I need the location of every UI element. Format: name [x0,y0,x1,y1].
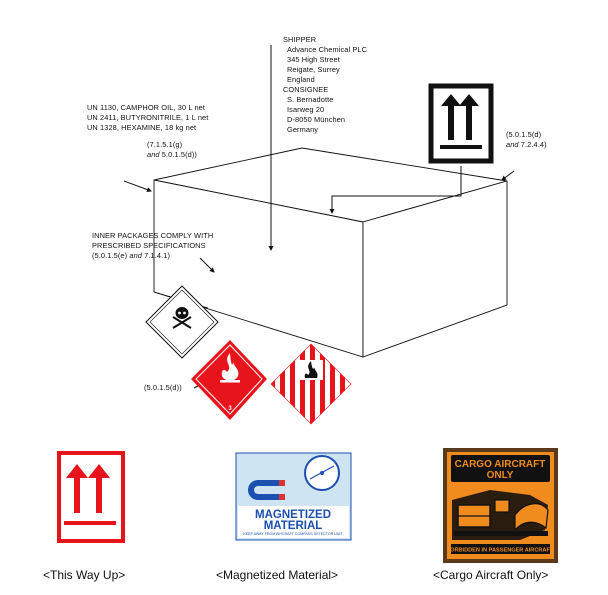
contents-ref-1: (7.1.5.1(g) [147,140,183,149]
caption-cargo-aircraft-only: <Cargo Aircraft Only> [433,568,549,582]
box-side-face [362,180,508,358]
contents-block: UN 1130, CAMPHOR OIL, 30 L net UN 2411, … [87,103,208,133]
aircraft-icon [452,490,549,540]
consignee-line: Germany [287,125,319,134]
inner-line: PRESCRIBED SPECIFICATIONS [92,241,206,250]
consignee-line: D-8050 München [287,115,346,124]
shipper-block: SHIPPER Advance Chemical PLC 345 High St… [283,35,367,85]
magnetized-word: MAGNETIZED [255,509,331,521]
contents-line: UN 1130, CAMPHOR OIL, 30 L net [87,103,206,112]
caption-this-way-up: <This Way Up> [43,568,126,582]
orientation-arrow [329,166,462,214]
hazard-label-reference: (5.0.1.5(d)) [144,383,182,392]
up-arrows-icon [64,464,116,525]
contents-arrow [123,180,152,192]
shipper-heading: SHIPPER [283,35,317,44]
inner-line: INNER PACKAGES COMPLY WITH [92,231,214,240]
skull-crossbones-icon [172,307,192,329]
orientation-ref-arrow [501,170,515,181]
orientation-ref-1: (5.0.1.5(d) [506,130,542,139]
inner-arrow [199,257,215,273]
flammable-solid-diamond-label [270,343,352,425]
contents-ref-2: and 5.0.1.5(d)) [147,150,197,159]
shipper-line: 345 High Street [287,55,340,64]
this-way-up-label [57,451,125,543]
flammable-liquid-diamond-label: 3 [191,340,267,420]
cargo-footer: FORBIDDEN IN PASSENGER AIRCRAFT [447,548,554,554]
contents-line: UN 1328, HEXAMINE, 18 kg net [87,123,197,132]
flame-icon [299,360,323,380]
package-box [153,147,508,358]
orientation-ref-2: and 7.2.4.4) [506,140,547,149]
flame-icon [220,353,240,383]
magnet-caution: KEEP AWAY FROM AIRCRAFT COMPASS DETECTOR… [243,532,343,536]
shipper-line: Reigate, Surrey [287,65,340,74]
material-word: MATERIAL [264,520,323,532]
compass-icon [304,455,340,491]
orientation-references: (5.0.1.5(d) and 7.2.4.4) [506,130,547,150]
shipper-line: Advance Chemical PLC [287,45,368,54]
consignee-line: S. Bernadotte [287,95,334,104]
this-way-up-label-on-box [428,83,494,164]
cargo-aircraft-only-label: CARGO AIRCRAFT ONLY FORBIDDEN IN PASSENG… [443,448,558,563]
contents-line: UN 2411, BUTYRONITRILE, 1 L net [87,113,209,122]
inner-packages-note: INNER PACKAGES COMPLY WITH PRESCRIBED SP… [92,231,213,261]
caption-magnetized-material: <Magnetized Material> [216,568,339,582]
consignee-line: Isarweg 20 [287,105,325,114]
up-arrows-icon [440,94,482,149]
toxic-diamond-label [145,285,219,359]
consignee-heading: CONSIGNEE [283,85,329,94]
magnetized-material-label: MAGNETIZED MATERIAL KEEP AWAY FROM AIRCR… [235,452,352,541]
cargo-title-line1: CARGO AIRCRAFT [455,459,546,470]
cargo-title-line2: ONLY [487,470,514,481]
consignee-block: CONSIGNEE S. Bernadotte Isarweg 20 D-805… [283,85,345,135]
inner-ref: (5.0.1.5(e) and 7.1.4.1) [92,251,171,260]
contents-references: (7.1.5.1(g) and 5.0.1.5(d)) [147,140,197,160]
shipper-line: England [287,75,315,84]
horseshoe-magnet-icon [248,480,285,500]
class-number: 3 [228,406,232,412]
